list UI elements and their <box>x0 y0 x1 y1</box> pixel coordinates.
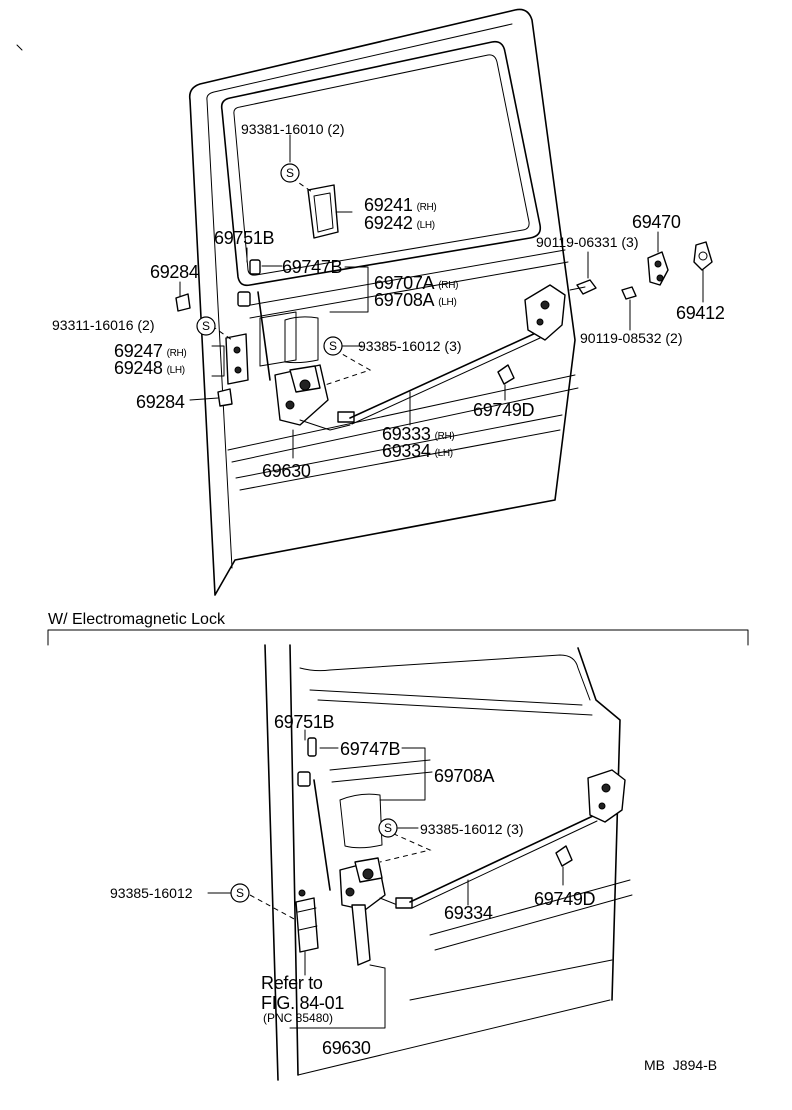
bottom-door-outline <box>264 644 633 1081</box>
label-69334-bottom: 69334 <box>444 903 493 923</box>
top-door-outline <box>16 8 579 596</box>
label-69630-bottom: 69630 <box>322 1038 371 1058</box>
label-69247: 69247(RH) <box>114 341 187 361</box>
label-69248: 69248(LH) <box>114 358 185 378</box>
label-69242: 69242(LH) <box>364 213 435 233</box>
label-93381: 93381-16010 (2) <box>241 121 345 137</box>
top-leaders <box>179 134 704 459</box>
label-69241: 69241(RH) <box>364 195 437 215</box>
label-fig-84-01: FIG. 84-01 <box>261 993 345 1013</box>
s-symbol-1: S <box>286 166 295 180</box>
label-69630-top: 69630 <box>262 461 311 481</box>
label-69747b-bottom: 69747B <box>340 739 401 759</box>
label-90119-08532: 90119-08532 (2) <box>580 330 683 346</box>
label-69412: 69412 <box>676 303 725 323</box>
label-69708a-bottom: 69708A <box>434 766 495 786</box>
label-90119-06331: 90119-06331 (3) <box>536 234 639 250</box>
label-69284-b: 69284 <box>136 392 185 412</box>
label-93385-solenoid: 93385-16012 <box>110 885 193 901</box>
label-69749d-bottom: 69749D <box>534 889 596 909</box>
label-69751b-bottom: 69751B <box>274 712 335 732</box>
label-93385-bottom: 93385-16012 (3) <box>420 821 524 837</box>
label-69707a: 69707A(RH) <box>374 273 459 293</box>
s-symbol-5: S <box>236 886 245 900</box>
label-69284-a: 69284 <box>150 262 199 282</box>
label-69747b: 69747B <box>282 257 343 277</box>
top-s-symbols <box>196 163 343 356</box>
section-title: W/ Electromagnetic Lock <box>48 611 225 628</box>
label-69751b: 69751B <box>214 228 275 248</box>
bottom-parts <box>249 737 626 966</box>
footer-code: MB J894-B <box>644 1057 718 1073</box>
label-pnc-85480: (PNC 85480) <box>263 1011 334 1025</box>
label-69470: 69470 <box>632 212 681 232</box>
label-69333: 69333(RH) <box>382 424 455 444</box>
bottom-s-symbols <box>230 818 398 903</box>
s-symbol-3: S <box>329 339 338 353</box>
s-symbol-4: S <box>384 821 393 835</box>
label-refer-to: Refer to <box>261 973 323 993</box>
label-69708a: 69708A(LH) <box>374 290 457 310</box>
top-parts <box>175 177 713 431</box>
label-69334-top: 69334(LH) <box>382 441 453 461</box>
label-93311: 93311-16016 (2) <box>52 317 155 333</box>
label-69749d-top: 69749D <box>473 400 535 420</box>
label-93385-top: 93385-16012 (3) <box>358 338 462 354</box>
s-symbol-2: S <box>202 319 211 333</box>
section-divider <box>47 629 749 646</box>
outside-handle-shape <box>307 184 339 239</box>
